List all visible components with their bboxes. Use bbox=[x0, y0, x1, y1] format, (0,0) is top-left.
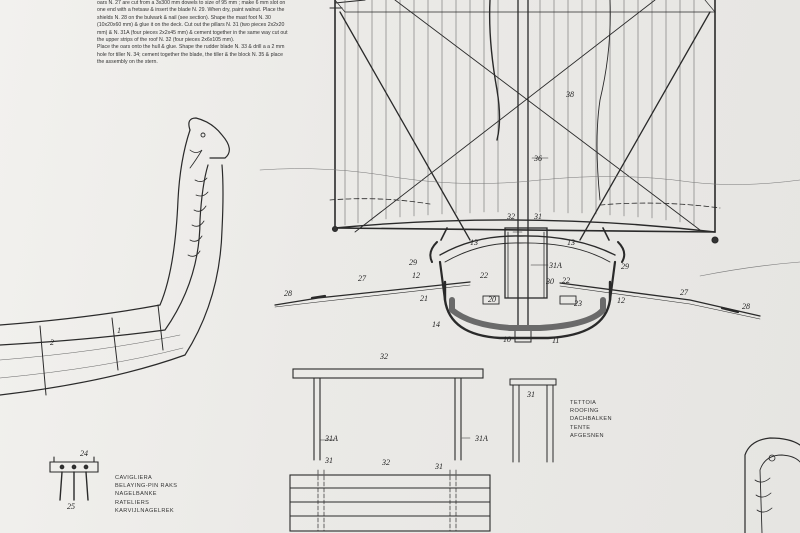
part-label-31-plan-right: 31 bbox=[435, 462, 443, 471]
part-label-20: 20 bbox=[488, 295, 496, 304]
instruction-line: the assembly on the stern. bbox=[97, 59, 158, 66]
part-label-2: 2 bbox=[50, 338, 54, 347]
oars bbox=[274, 281, 761, 320]
part-label-23: 23 bbox=[574, 299, 582, 308]
instruction-line: Place the oars onto the hull & glue. Sha… bbox=[97, 44, 285, 51]
part-label-12-right: 12 bbox=[617, 296, 625, 305]
part-label-32-plan: 32 bbox=[382, 458, 390, 467]
sail-drawing bbox=[329, 0, 719, 244]
legend-line: DACHBALKEN bbox=[570, 416, 612, 423]
part-label-28-left: 28 bbox=[284, 289, 292, 298]
part-label-14: 14 bbox=[432, 320, 440, 329]
part-label-31A-left: 31A bbox=[325, 434, 338, 443]
legend-line: TETTOIA bbox=[570, 400, 597, 406]
part-label-31-plan-left: 31 bbox=[325, 456, 333, 465]
part-label-29-right: 29 bbox=[621, 262, 629, 271]
part-label-13-right: 13 bbox=[567, 238, 575, 247]
part-label-32: 32 bbox=[507, 212, 515, 221]
part-label-27-right: 27 bbox=[680, 288, 688, 297]
mast-drawing bbox=[514, 0, 532, 343]
legend-line: TENTE bbox=[570, 424, 591, 431]
part-label-12-left: 12 bbox=[412, 271, 420, 280]
legend-line: BELAYING-PIN RAKS bbox=[115, 483, 178, 490]
part-label-36: 36 bbox=[534, 154, 542, 163]
belaying-pin-rack-drawing bbox=[49, 456, 99, 501]
part-label-10: 10 bbox=[503, 335, 511, 344]
part-label-31A-right: 31A bbox=[475, 434, 488, 443]
part-label-13-left: 13 bbox=[470, 238, 478, 247]
instruction-line: mm) & N. 31A (four pieces 2x2x45 mm) & c… bbox=[97, 29, 288, 36]
part-label-21: 21 bbox=[420, 294, 428, 303]
part-label-31A: 31A bbox=[549, 261, 562, 270]
part-label-1: 1 bbox=[117, 326, 121, 335]
hull-side-view bbox=[0, 117, 230, 396]
part-label-30: 30 bbox=[546, 277, 554, 286]
dragon-head-right bbox=[744, 437, 800, 533]
instruction-line: shields N. 28 on the bulwark & nail (see… bbox=[97, 14, 271, 21]
part-label-22-left: 22 bbox=[480, 271, 488, 280]
part-label-32-roof: 32 bbox=[380, 352, 388, 361]
assembly-instructions: oars N. 27 are cut from a 3x300 mm dowel… bbox=[97, 0, 307, 67]
part-label-28-right: 28 bbox=[742, 302, 750, 311]
legend-line: KARVIJLNAGELREK bbox=[115, 507, 175, 514]
legend-line: NAGELBANKE bbox=[115, 491, 157, 498]
legend-line: CAVIGLIERA bbox=[115, 475, 153, 481]
roofing-frame-drawing bbox=[289, 368, 557, 532]
part-label-27-left: 27 bbox=[358, 274, 366, 283]
part-label-25: 25 bbox=[67, 502, 75, 511]
part-label-22-right: 22 bbox=[562, 276, 570, 285]
part-label-31-roof: 31 bbox=[527, 390, 535, 399]
instruction-line: one end with a fretsaw & insert the blad… bbox=[97, 7, 285, 14]
roofing-legend: TETTOIA ROOFING DACHBALKEN TENTE AFGESNE… bbox=[570, 399, 612, 440]
instruction-line: oars N. 27 are cut from a 3x300 mm dowel… bbox=[97, 0, 286, 6]
part-label-24: 24 bbox=[80, 449, 88, 458]
pin-rack-legend: CAVIGLIERA BELAYING-PIN RAKS NAGELBANKE … bbox=[115, 474, 177, 515]
legend-line: RATELIERS bbox=[115, 499, 150, 506]
instruction-line: (10x20x60 mm) & glue it on the deck. Cut… bbox=[97, 22, 285, 29]
instruction-line: the upper strips of the roof N. 32 (four… bbox=[97, 37, 235, 44]
hull-section bbox=[438, 227, 617, 340]
part-label-11: 11 bbox=[552, 336, 560, 345]
part-label-31: 31 bbox=[534, 212, 542, 221]
part-label-38: 38 bbox=[566, 90, 574, 99]
instruction-line: hole for tiller N. 34; cement together t… bbox=[97, 51, 283, 58]
part-label-29-left: 29 bbox=[409, 258, 417, 267]
water-line bbox=[259, 168, 800, 185]
legend-line: AFGESNEN bbox=[570, 432, 604, 439]
legend-line: ROOFING bbox=[570, 408, 599, 415]
